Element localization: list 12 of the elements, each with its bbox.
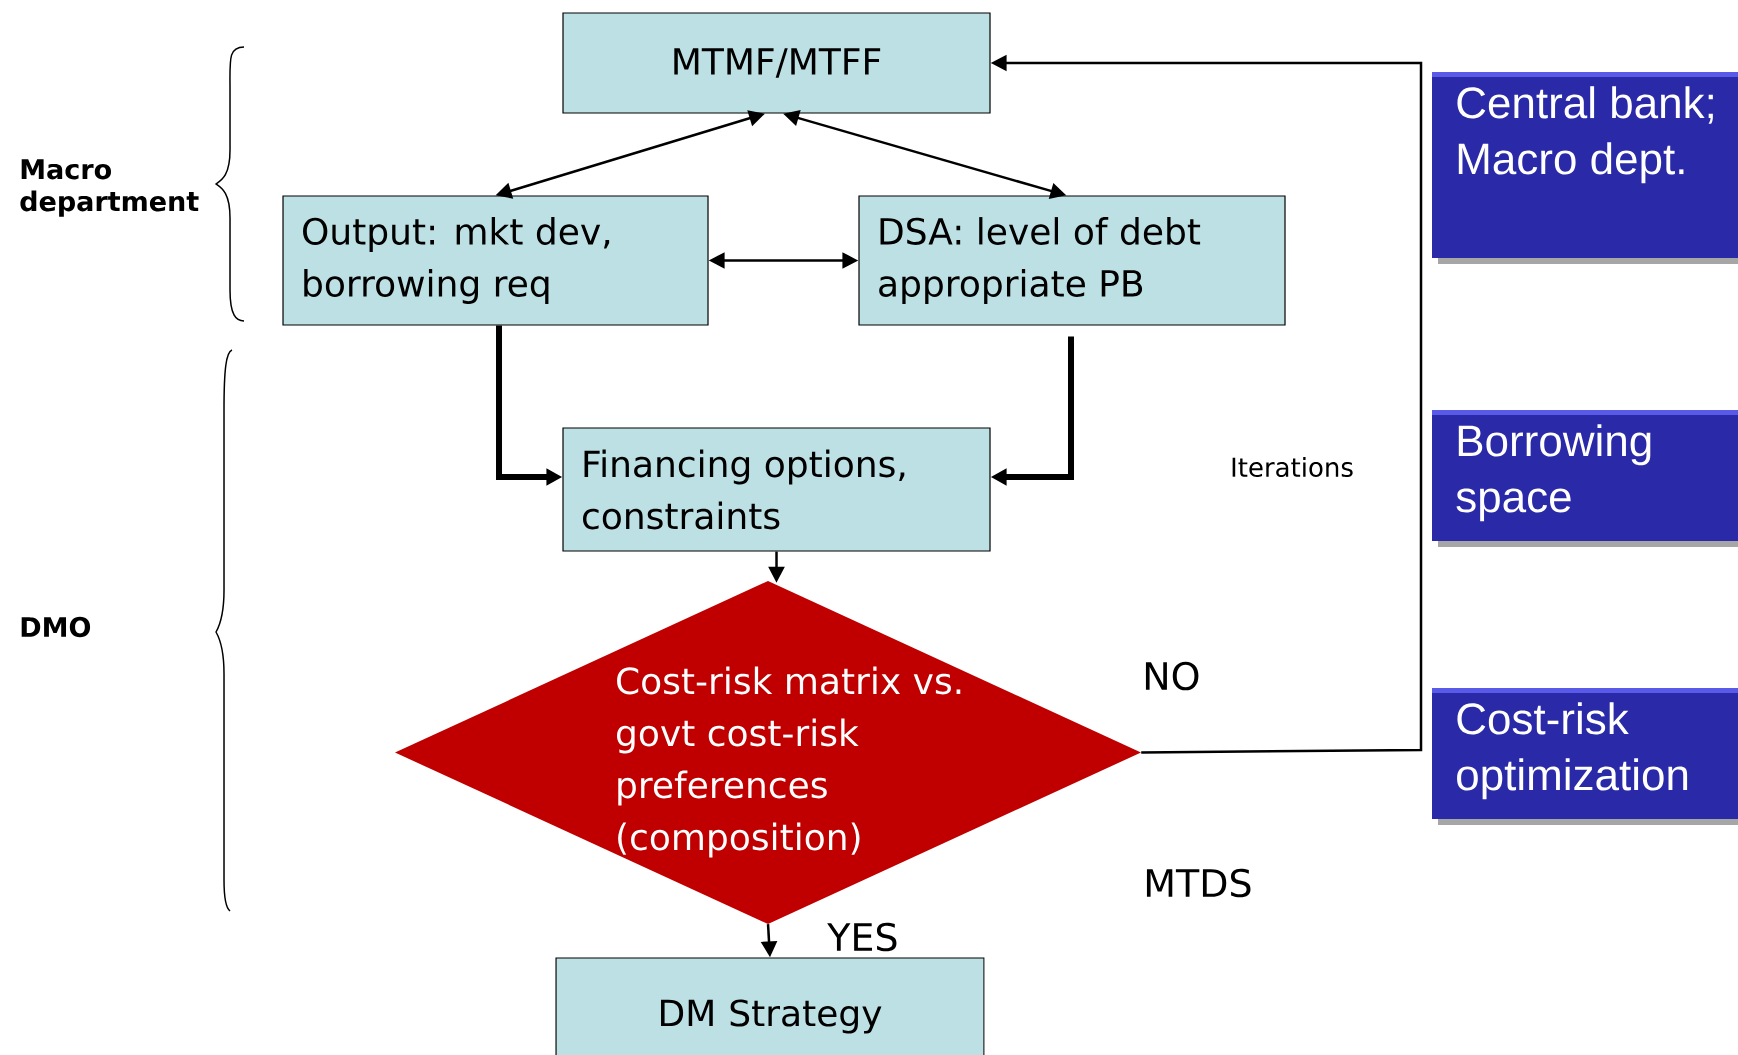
- process-box: Financing options, constraints: [562, 427, 991, 552]
- process-box: MTMF/MTFF: [562, 12, 991, 114]
- side-box: Central bank; Macro dept.: [1432, 72, 1738, 264]
- process-box: DSA: level of debt appropriate PB: [858, 195, 1286, 326]
- side-box: Cost-risk optimization: [1432, 688, 1738, 825]
- process-box: Output: mkt dev, borrowing req: [282, 195, 709, 326]
- side-label: DMO: [21, 616, 91, 638]
- branch-label: YES: [827, 922, 897, 952]
- side-box: Borrowing space: [1432, 410, 1738, 547]
- loop-label: Iterations: [1232, 456, 1353, 478]
- process-box: DM Strategy: [555, 957, 985, 1055]
- side-label: Macro department: [20, 159, 199, 217]
